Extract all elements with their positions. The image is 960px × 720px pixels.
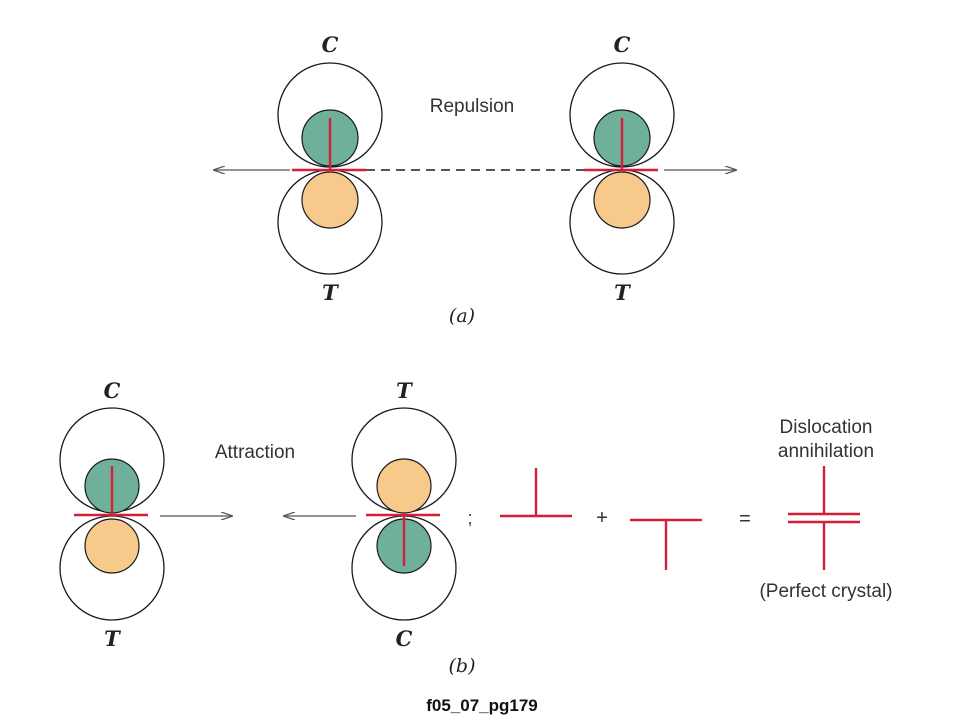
perfect-crystal-note: (Perfect crystal)	[759, 581, 892, 602]
dislocation-a-left: C T	[277, 32, 383, 305]
compression-label: C	[104, 378, 121, 403]
tension-atom	[593, 171, 651, 229]
positive-edge-dislocation-symbol	[500, 468, 572, 518]
attraction-label: Attraction	[215, 442, 295, 463]
tension-label: T	[322, 280, 339, 305]
dislocation-b-left: C T	[59, 378, 165, 651]
tension-atom	[301, 171, 359, 229]
panel-b: C T T C Attraction ; + =	[59, 378, 893, 677]
annihilated-dislocation-symbol	[788, 466, 860, 570]
negative-edge-dislocation-symbol	[630, 518, 702, 570]
plus-sign: +	[596, 507, 608, 529]
panel-a-caption: (a)	[449, 305, 475, 327]
panel-a: C T C T Repulsion (a)	[214, 32, 736, 327]
panel-b-caption: (b)	[449, 655, 476, 677]
dislocation-b-right: T C	[351, 378, 457, 651]
repulsion-label: Repulsion	[430, 96, 515, 117]
dislocation-a-right: C T	[569, 32, 675, 305]
tension-label: T	[104, 626, 121, 651]
annihilation-title-line2: annihilation	[778, 441, 874, 462]
compression-label: C	[614, 32, 631, 57]
tension-label: T	[396, 378, 413, 403]
compression-label: C	[322, 32, 339, 57]
separator-semicolon: ;	[467, 508, 472, 528]
figure-id-footer: f05_07_pg179	[426, 696, 538, 715]
compression-label: C	[396, 626, 413, 651]
equals-sign: =	[739, 508, 751, 530]
tension-atom	[84, 518, 140, 574]
tension-label: T	[614, 280, 631, 305]
tension-atom	[376, 458, 432, 514]
annihilation-title-line1: Dislocation	[780, 417, 873, 438]
